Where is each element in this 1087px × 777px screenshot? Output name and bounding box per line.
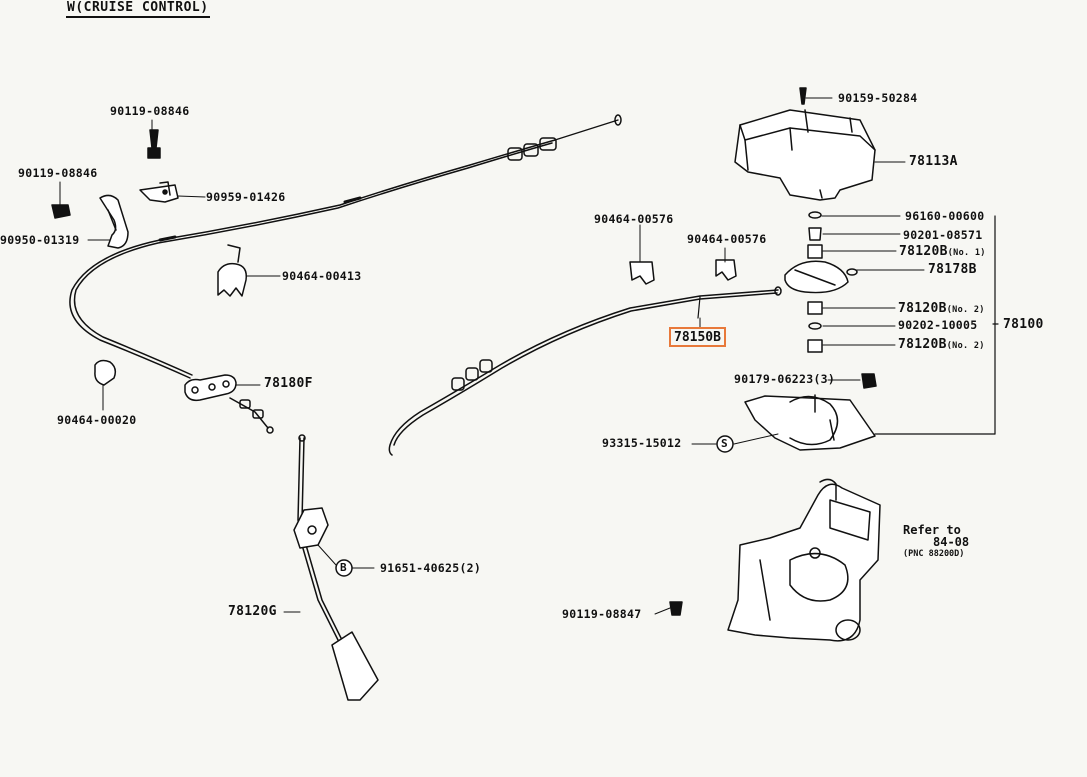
- part-78178B[interactable]: 78178B: [928, 262, 977, 277]
- part-78120B-no1-suffix: (No. 1): [947, 248, 986, 258]
- actuator-cover-78113A: [734, 87, 876, 201]
- refer-line2[interactable]: 84-08: [933, 535, 970, 549]
- part-90119-08846-top[interactable]: 90119-08846: [110, 104, 190, 118]
- actuator-small-parts: [784, 211, 877, 389]
- part-96160-00600[interactable]: 96160-00600: [905, 209, 985, 223]
- marker-s: S: [721, 437, 728, 450]
- part-78120B-no2-upper-suffix: (No. 2): [946, 305, 985, 315]
- part-78100[interactable]: 78100: [1003, 317, 1044, 332]
- refer-note: Refer to 84-08 (PNC 88200D): [903, 523, 969, 560]
- part-78120G[interactable]: 78120G: [228, 604, 277, 619]
- part-78120B-no2-upper-number: 78120B: [898, 301, 947, 316]
- part-90202-10005[interactable]: 90202-10005: [898, 318, 978, 332]
- accelerator-pedal-78120G: [293, 434, 379, 701]
- part-90464-00576-a[interactable]: 90464-00576: [594, 212, 674, 226]
- part-78120B-no2-lower[interactable]: 78120B(No. 2): [898, 338, 985, 353]
- clamp-90950-icon: [99, 194, 129, 249]
- clip-90464-00576-b-icon: [715, 259, 737, 281]
- marker-s-circle: [716, 435, 734, 453]
- leader-78100: [874, 215, 999, 435]
- bracket-90959-icon: [139, 181, 179, 203]
- part-90464-00413[interactable]: 90464-00413: [282, 269, 362, 283]
- part-90959-01426[interactable]: 90959-01426: [206, 190, 286, 204]
- part-93315-15012[interactable]: 93315-15012: [602, 436, 682, 450]
- part-90179-06223[interactable]: 90179-06223(3): [734, 372, 836, 386]
- clip-90464-00576-a-icon: [629, 261, 655, 285]
- part-78120B-no2-lower-number: 78120B: [898, 337, 947, 352]
- part-78120B-no1-number: 78120B: [899, 244, 948, 259]
- part-90464-00576-b[interactable]: 90464-00576: [687, 232, 767, 246]
- part-78120B-no2-lower-suffix: (No. 2): [946, 341, 985, 351]
- clip-90464-00020-icon: [94, 359, 117, 386]
- marker-b: B: [340, 561, 347, 574]
- cruise-cable-78150B: [388, 286, 782, 456]
- clip-90464-00413-icon: [217, 244, 248, 297]
- part-90201-08571[interactable]: 90201-08571: [903, 228, 983, 242]
- accelerator-cable: [69, 114, 622, 379]
- actuator-bracket: [744, 394, 876, 451]
- leader-lines: [59, 97, 925, 615]
- bolt-90119-a-icon: [147, 129, 161, 159]
- part-78150B-highlighted[interactable]: 78150B: [669, 327, 726, 347]
- part-90119-08847[interactable]: 90119-08847: [562, 607, 642, 621]
- throttle-body: [669, 478, 881, 642]
- part-78180F[interactable]: 78180F: [264, 376, 313, 391]
- part-78120B-no1[interactable]: 78120B(No. 1): [899, 245, 986, 260]
- part-78113A[interactable]: 78113A: [909, 154, 958, 169]
- refer-line1: Refer to: [903, 523, 961, 537]
- part-91651-40625[interactable]: 91651-40625(2): [380, 561, 482, 575]
- diagram-title: W(CRUISE CONTROL): [66, 0, 210, 18]
- part-90464-00020[interactable]: 90464-00020: [57, 413, 137, 427]
- refer-line3: (PNC 88200D): [903, 549, 965, 559]
- link-78180F: [184, 374, 274, 434]
- marker-b-circle: [335, 559, 353, 577]
- part-90950-01319[interactable]: 90950-01319: [0, 233, 80, 247]
- part-90159-50284[interactable]: 90159-50284: [838, 91, 918, 105]
- part-90119-08846-left[interactable]: 90119-08846: [18, 166, 98, 180]
- part-78120B-no2-upper[interactable]: 78120B(No. 2): [898, 302, 985, 317]
- bolt-90119-b-icon: [51, 204, 71, 219]
